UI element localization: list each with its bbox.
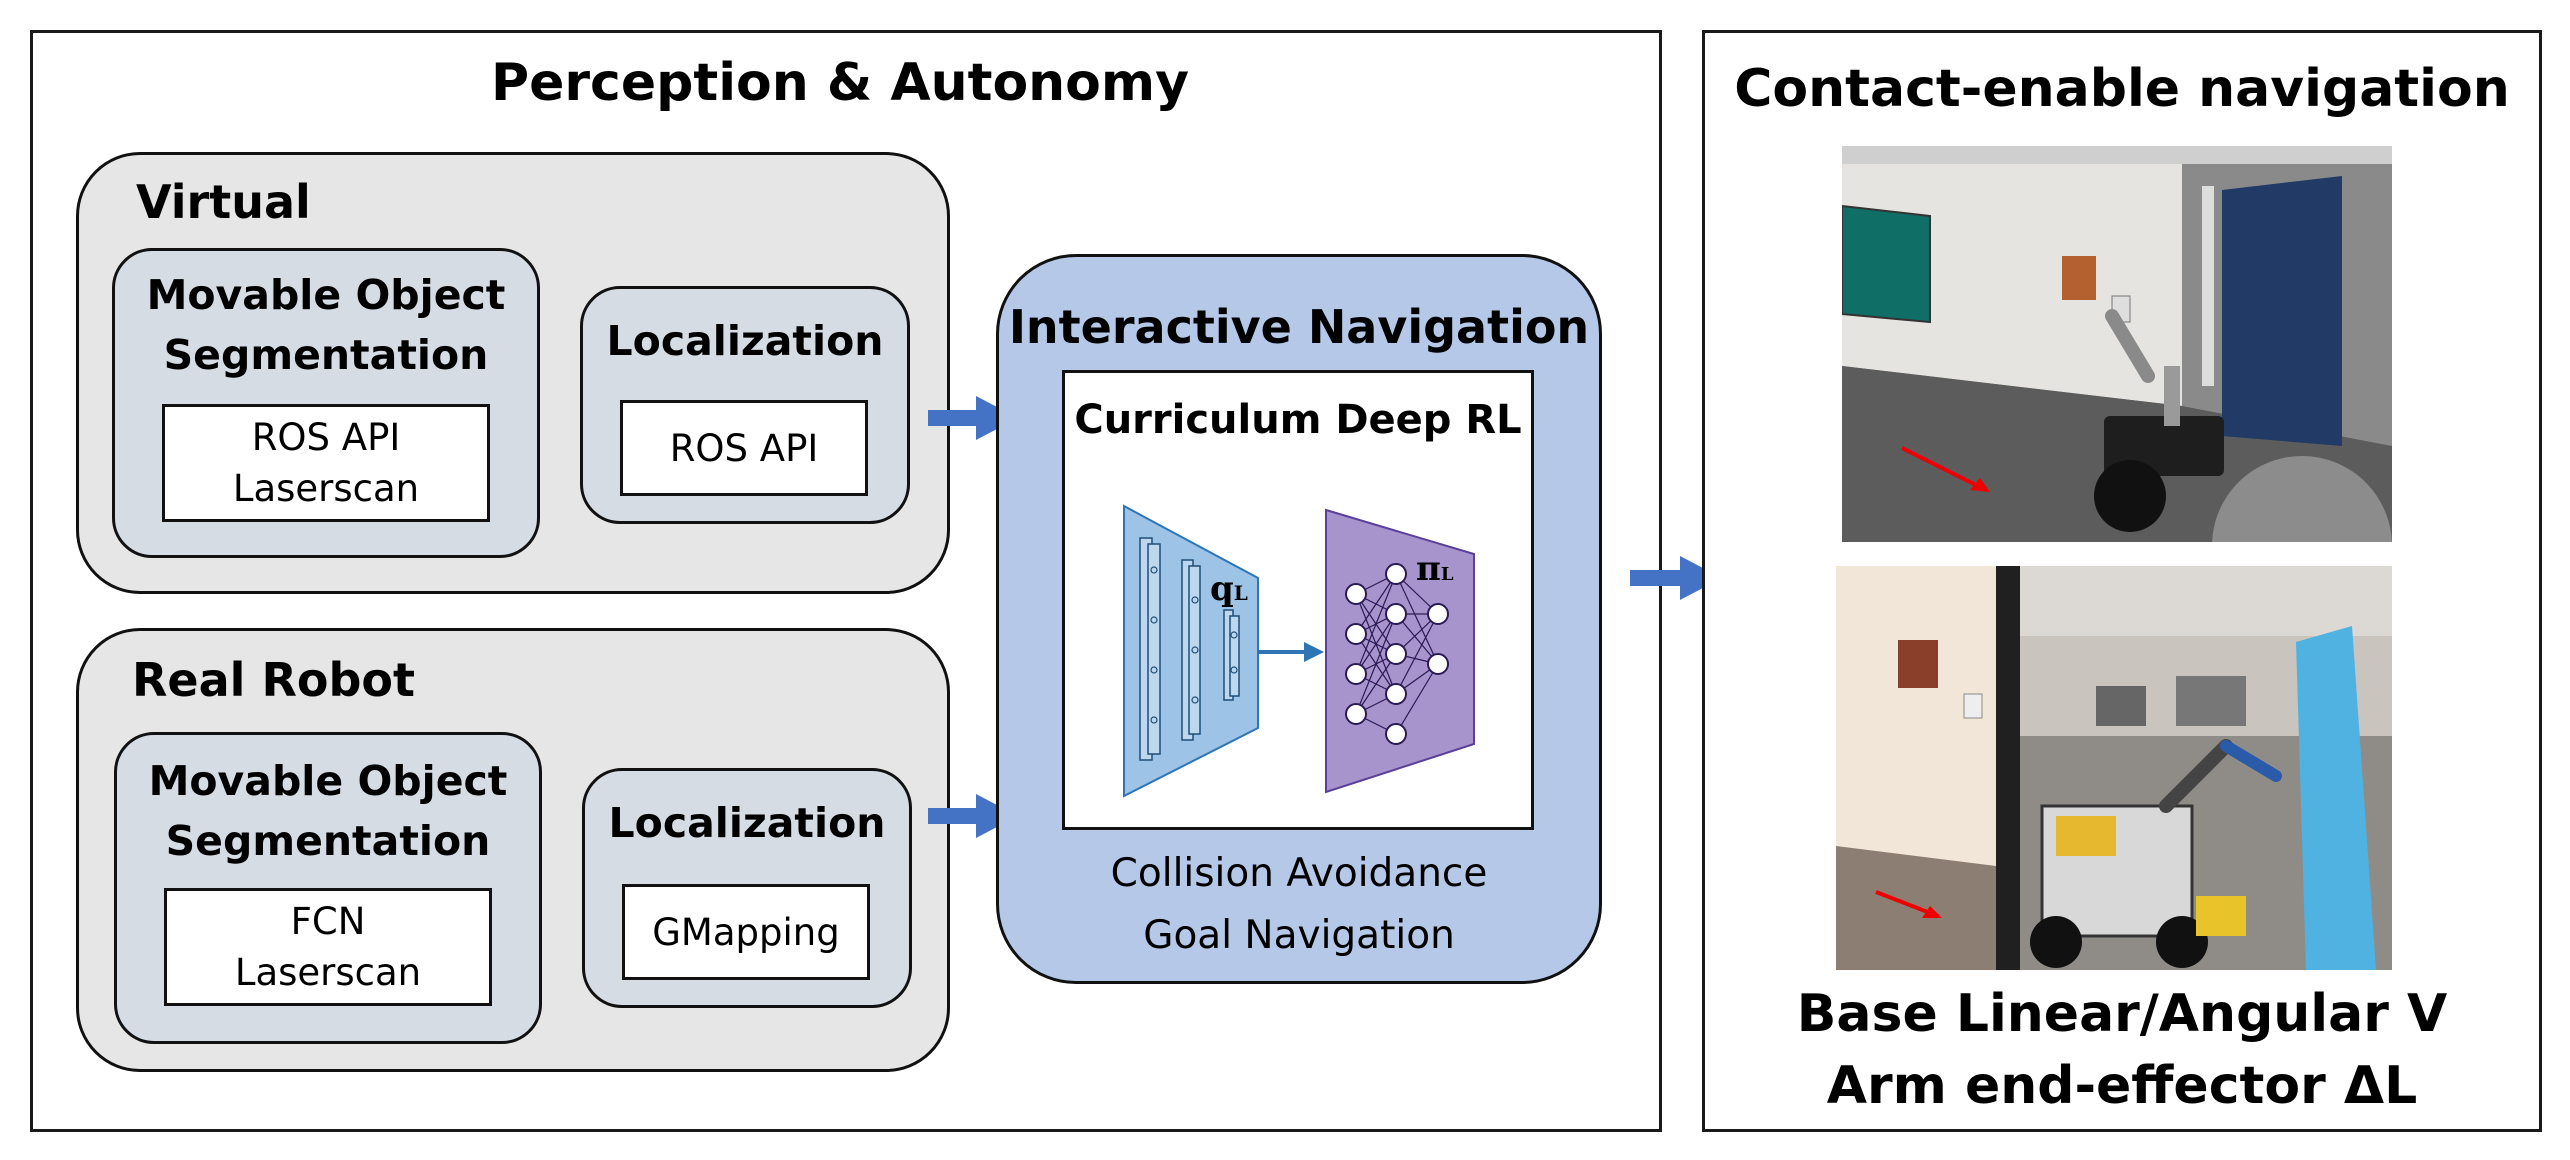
virtual-segmentation-box-line1: ROS API — [251, 416, 401, 459]
goal-navigation-label: Goal Navigation — [1143, 913, 1455, 958]
output-line1: Base Linear/Angular V — [1796, 984, 2448, 1044]
pi-label: πL — [1416, 549, 1454, 589]
virtual-segmentation-title-line1: Movable Object — [146, 271, 506, 319]
output-line2: Arm end-effector ΔL — [1826, 1056, 2418, 1116]
virtual-segmentation-box-line2: Laserscan — [232, 467, 420, 510]
perception-autonomy-title: Perception & Autonomy — [491, 53, 1189, 113]
contact-navigation-title: Contact-enable navigation — [1734, 59, 2510, 119]
real-segmentation-box-line1: FCN — [290, 900, 366, 943]
interactive-navigation-title: Interactive Navigation — [1008, 300, 1590, 354]
virtual-localization-title: Localization — [606, 317, 884, 365]
curriculum-deep-rl-title: Curriculum Deep RL — [1074, 397, 1522, 443]
real-segmentation-title-line2: Segmentation — [165, 817, 491, 865]
virtual-localization-box: ROS API — [620, 400, 868, 496]
real-robot-title: Real Robot — [132, 653, 415, 707]
real-segmentation-title-line1: Movable Object — [148, 757, 508, 805]
virtual-title: Virtual — [136, 175, 311, 229]
virtual-segmentation-box: ROS API Laserscan — [162, 404, 490, 522]
real-segmentation-box-line2: Laserscan — [234, 951, 422, 994]
network-diagram: qL πL — [1123, 504, 1475, 798]
real-segmentation-box: FCN Laserscan — [164, 888, 492, 1006]
real-localization-title: Localization — [608, 799, 886, 847]
simulation-image — [1842, 146, 2392, 542]
real-localization-box: GMapping — [622, 884, 870, 980]
real-robot-image — [1836, 566, 2392, 970]
collision-avoidance-label: Collision Avoidance — [1110, 851, 1488, 896]
q-label: qL — [1210, 569, 1248, 609]
autonomy-to-navigation-output-arrow — [1630, 556, 1722, 600]
virtual-segmentation-title-line2: Segmentation — [163, 331, 489, 379]
